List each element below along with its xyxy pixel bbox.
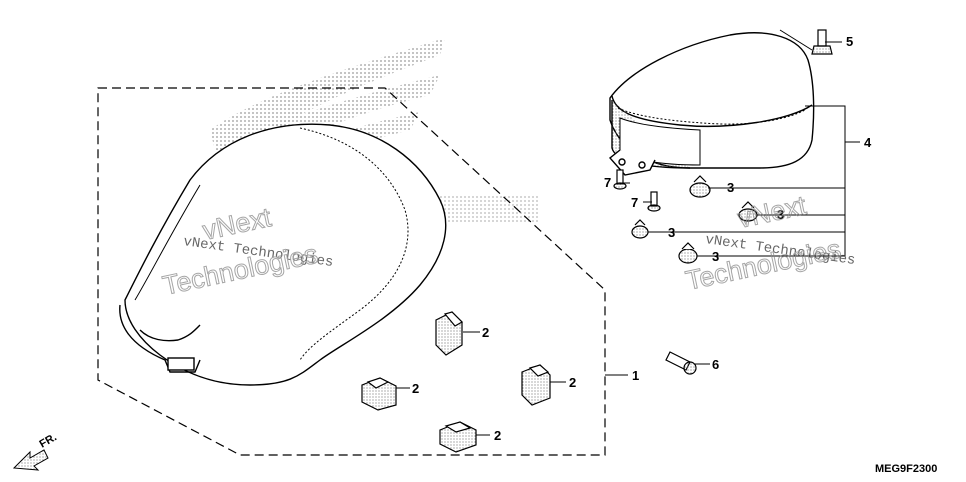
rear-rubber-mount <box>689 175 711 198</box>
rubber-mount <box>439 421 477 453</box>
callout-3: 3 <box>777 207 784 222</box>
callout-3: 3 <box>712 249 719 264</box>
seat-group-dashed-boundary <box>97 87 606 456</box>
rear-rubber-mount <box>678 242 698 264</box>
front-direction-arrow: FR. <box>12 431 59 471</box>
callout-2: 2 <box>482 325 489 340</box>
callout-3: 3 <box>727 180 734 195</box>
rear-rubber-mount <box>738 201 758 222</box>
bolt <box>665 351 697 375</box>
callout-6: 6 <box>712 357 719 372</box>
bolt <box>811 29 833 55</box>
rubber-mount <box>361 377 397 411</box>
watermark-outline-text: vNext <box>735 190 809 234</box>
callout-2: 2 <box>494 428 501 443</box>
callout-7: 7 <box>631 195 638 210</box>
callout-4: 4 <box>864 135 872 150</box>
callout-7: 7 <box>604 175 611 190</box>
screw <box>647 191 661 212</box>
rubber-mount <box>521 364 551 406</box>
callout-5: 5 <box>846 34 853 49</box>
callout-3: 3 <box>668 225 675 240</box>
front-seat <box>119 123 447 386</box>
callout-2: 2 <box>412 381 419 396</box>
rear-rubber-mount <box>631 219 649 239</box>
rear-seat <box>608 32 815 176</box>
rubber-mount <box>435 311 463 356</box>
diagram-code: MEG9F2300 <box>875 463 937 475</box>
leader-lines <box>396 29 860 436</box>
front-direction-label: FR. <box>38 431 59 450</box>
callout-1: 1 <box>632 368 639 383</box>
callout-2: 2 <box>569 375 576 390</box>
